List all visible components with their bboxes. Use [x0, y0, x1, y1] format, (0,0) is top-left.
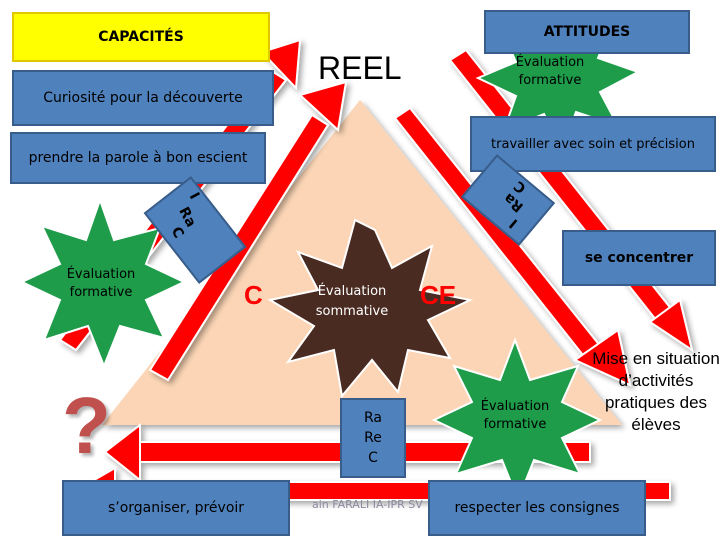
reel-title: REEL: [318, 50, 402, 86]
capacites-label: CAPACITÉS: [98, 29, 184, 45]
burst-top-right-label: Évaluation formative: [515, 55, 585, 88]
curiosite-label: Curiosité pour la découverte: [43, 90, 243, 106]
burst-left-label: Évaluation formative: [66, 267, 136, 300]
rac-bottom-ra: Ra: [364, 410, 382, 426]
respecter-label: respecter les consignes: [454, 500, 620, 516]
rac-bottom-c: C: [368, 450, 378, 466]
respecter-box: respecter les consignes: [428, 480, 646, 536]
capacites-box: CAPACITÉS: [12, 12, 270, 62]
center-burst-shape: [267, 218, 474, 399]
right-arrow: [393, 106, 632, 387]
burst-bottom-right: Évaluation formative: [460, 394, 570, 438]
prendre-parole-label: prendre la parole à bon escient: [28, 150, 248, 166]
attitudes-label: ATTITUDES: [543, 24, 631, 40]
connaissance-right-letters: CE: [420, 280, 457, 310]
burst-center-label: Évaluation sommative: [315, 284, 389, 319]
curiosite-box: Curiosité pour la découverte: [12, 70, 274, 126]
question-mark: ?: [62, 381, 111, 470]
travailler-box: travailler avec soin et précision: [470, 116, 716, 172]
organiser-label: s’organiser, prévoir: [107, 500, 245, 516]
attitudes-box: ATTITUDES: [484, 10, 690, 54]
travailler-label: travailler avec soin et précision: [491, 136, 695, 152]
credit-text: ain FARALI IA-IPR SV: [312, 498, 423, 511]
connaissance-left-letter: C: [244, 280, 263, 310]
se-concentrer-label: se concentrer: [584, 250, 694, 266]
burst-left-shape: [19, 196, 187, 369]
rac-bottom-box: Ra Re C: [340, 398, 406, 478]
organiser-box: s’organiser, prévoir: [62, 480, 290, 536]
burst-top-right: Évaluation formative: [494, 46, 606, 98]
burst-center: Évaluation sommative: [296, 280, 408, 324]
burst-left: Évaluation formative: [44, 262, 158, 306]
rac-bottom-re: Re: [364, 430, 382, 446]
burst-bottom-right-label: Évaluation formative: [480, 399, 550, 432]
mise-en-situation: Mise en situation d’activités pratiques …: [592, 349, 720, 434]
prendre-parole-box: prendre la parole à bon escient: [10, 132, 266, 184]
se-concentrer-box: se concentrer: [562, 230, 716, 286]
